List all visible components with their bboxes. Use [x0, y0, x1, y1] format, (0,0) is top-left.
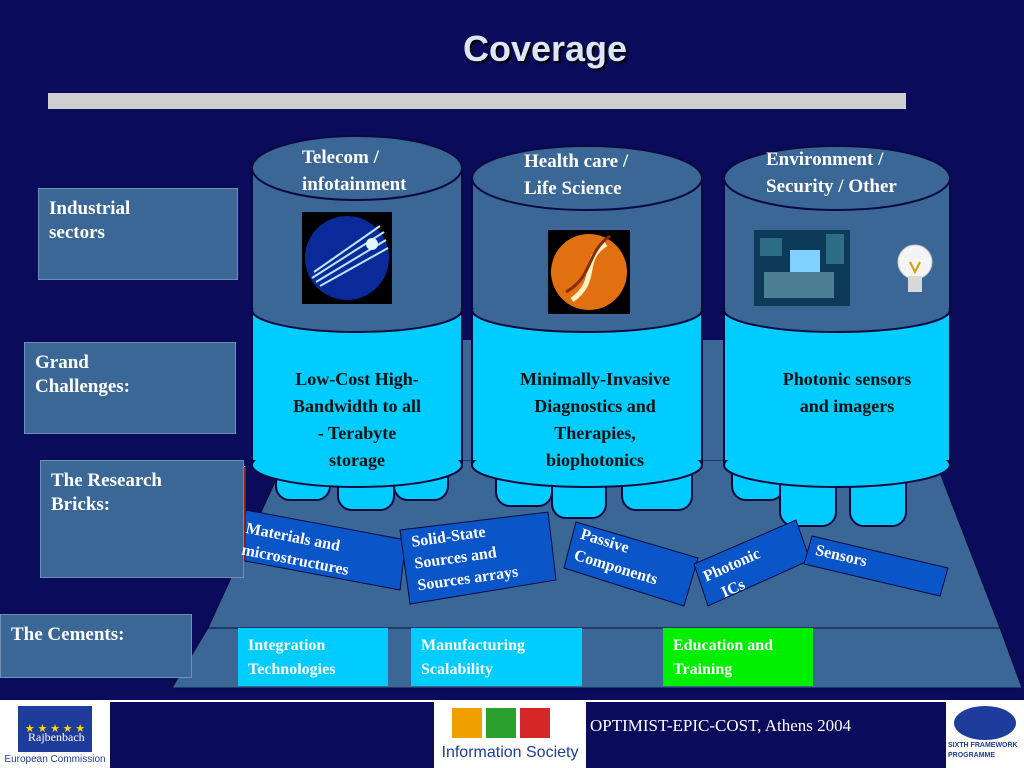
cyl1-mid-3: - Terabyte — [317, 423, 397, 443]
fp6-logo: SIXTH FRAMEWORK PROGRAMME — [946, 702, 1024, 768]
grand-line-2: Challenges: — [35, 376, 130, 397]
page-title: Coverage — [462, 28, 628, 69]
cylinder-3-title: Environment / Security / Other — [766, 146, 897, 200]
fp6-swoosh-icon — [954, 706, 1016, 740]
european-commission-logo: ★ ★ ★ ★ ★ Rajbenbach European Commission — [0, 702, 110, 768]
cylinder-2-title: Health care / Life Science — [524, 148, 628, 202]
cyl2-mid-1: Minimally-Invasive — [519, 369, 670, 389]
eu-flag-icon: ★ ★ ★ ★ ★ Rajbenbach — [18, 706, 92, 752]
cyl2-top-2: Life Science — [524, 178, 622, 199]
cylinder-1-challenge: Low-Cost High- Bandwidth to all - Teraby… — [262, 366, 452, 474]
cements-text: The Cements: — [11, 624, 125, 645]
cyl1-top-2: infotainment — [302, 174, 407, 195]
row-label-grand-challenges: Grand Challenges: — [24, 342, 236, 434]
cyl3-mid-1: Photonic sensors — [782, 369, 912, 389]
cement2-line-2: Scalability — [421, 661, 494, 678]
information-society-logo: Information Society — [434, 702, 586, 768]
footer-divider — [0, 700, 1024, 702]
research-line-1: The Research — [51, 470, 162, 491]
row-label-research-bricks: The Research Bricks: — [40, 460, 244, 578]
author-name: Rajbenbach — [28, 730, 85, 744]
cement1-line-2: Technologies — [248, 661, 336, 678]
info-society-label: Information Society — [441, 744, 579, 761]
cyl2-top-1: Health care / — [524, 151, 629, 172]
cement-manufacturing: Manufacturing Scalability — [411, 628, 582, 686]
is-square-3-icon — [520, 708, 550, 738]
cyl1-mid-2: Bandwidth to all — [292, 396, 422, 416]
cyl1-top-1: Telecom / — [302, 147, 379, 168]
cylinder-3-challenge: Photonic sensors and imagers — [740, 366, 954, 420]
light-bulb-icon — [897, 244, 933, 292]
brick-solid-state: Solid-State Sources and Sources arrays — [410, 518, 520, 597]
brick-panels — [239, 509, 949, 607]
cement-integration: Integration Technologies — [238, 628, 388, 686]
cyl2-mid-4: biophotonics — [545, 450, 645, 470]
cyl1-mid-1: Low-Cost High- — [295, 369, 419, 389]
cement1-line-1: Integration — [248, 637, 326, 654]
cyl3-top-2: Security / Other — [766, 176, 897, 197]
eu-label: European Commission — [4, 754, 106, 765]
cement3-line-2: Training — [673, 661, 733, 678]
is-square-2-icon — [486, 708, 516, 738]
cement-education: Education and Training — [663, 628, 813, 686]
eu-stars-icon: ★ ★ ★ ★ ★ — [24, 723, 86, 735]
event-label: OPTIMIST-EPIC-COST, Athens 2004 — [590, 716, 852, 735]
dna-image — [548, 230, 630, 314]
circuit-image — [754, 230, 850, 306]
cylinder-1-title: Telecom / infotainment — [302, 144, 407, 198]
row-label-industrial: Industrial sectors — [38, 188, 238, 280]
cement2-line-1: Manufacturing — [421, 637, 525, 654]
is-square-1-icon — [452, 708, 482, 738]
cement3-line-1: Education and — [673, 637, 774, 654]
fp6-line-2: PROGRAMME — [948, 752, 996, 759]
cyl2-mid-2: Diagnostics and — [534, 396, 656, 416]
fiber-optic-image — [302, 212, 392, 304]
research-line-2: Bricks: — [51, 494, 111, 515]
title-underline — [48, 93, 906, 109]
cyl3-mid-2: and imagers — [799, 396, 895, 416]
cyl1-mid-4: storage — [329, 450, 385, 470]
cyl3-top-1: Environment / — [766, 149, 884, 170]
fp6-line-1: SIXTH FRAMEWORK — [948, 742, 1018, 749]
grand-line-1: Grand — [35, 352, 89, 373]
row-label-cements: The Cements: — [0, 614, 192, 678]
row-label-industrial-text: Industrial sectors — [49, 198, 131, 243]
cyl2-mid-3: Therapies, — [554, 423, 636, 443]
cylinder-2-challenge: Minimally-Invasive Diagnostics and Thera… — [482, 366, 708, 474]
